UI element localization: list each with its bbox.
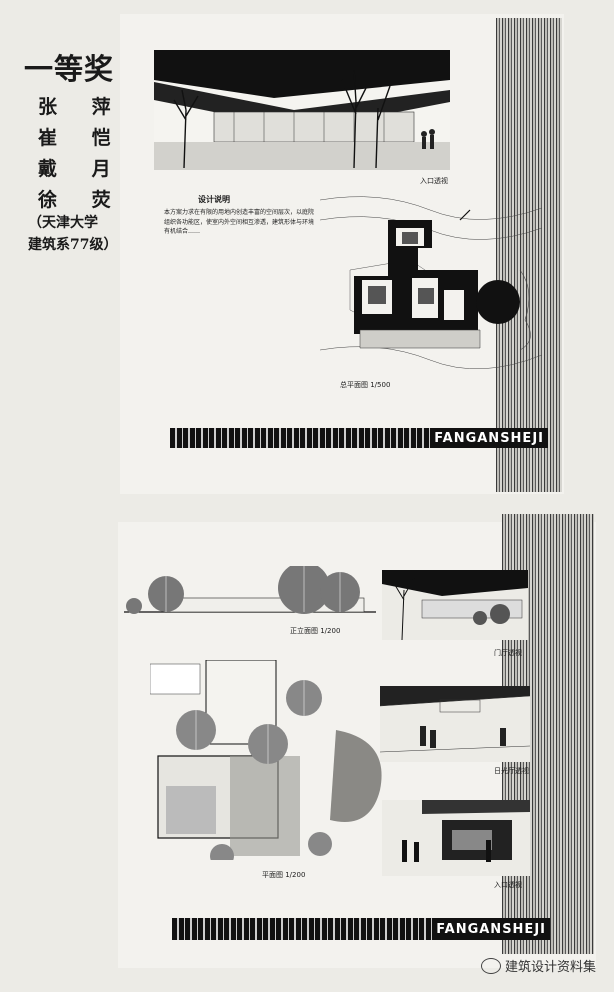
board-1-stripe-panel	[496, 18, 562, 492]
banner-text: FANGANSHEJI	[430, 430, 548, 446]
description-title: 设计说明	[198, 194, 230, 204]
wechat-icon	[480, 957, 501, 974]
site-plan-caption: 总平面图 1/500	[340, 381, 391, 389]
floor-plan-caption: 平面图 1/200	[262, 871, 306, 879]
banner-logo-graphic	[172, 918, 433, 940]
entrance-perspective-caption: 入口透视	[420, 177, 448, 185]
watermark-text: 建筑设计资料集	[504, 960, 596, 975]
author-name: 张 萍	[38, 96, 125, 118]
sunroom-perspective-caption: 日光厅透视	[494, 767, 529, 775]
description-text: 本方案力求在有限的用地内创造丰富的空间层次，以庭院组织各功能区，使室内外空间相互…	[164, 209, 314, 235]
sunroom-perspective-drawing	[380, 686, 530, 762]
award-title: 一等奖	[24, 52, 115, 86]
affiliation: （天津大学 建筑系77级）	[28, 212, 117, 256]
lobby-perspective-drawing	[382, 570, 528, 640]
front-elevation-drawing	[124, 566, 376, 614]
banner-logo-graphic	[170, 428, 431, 448]
lobby-perspective-caption: 门厅透视	[494, 649, 522, 657]
author-name: 崔 恺	[38, 127, 125, 149]
source-watermark: 建筑设计资料集	[480, 956, 596, 975]
author-list: 张 萍 崔 恺 戴 月 徐 荧	[38, 92, 125, 216]
board-2-banner: FANGANSHEJI	[172, 918, 550, 940]
board-1-banner: FANGANSHEJI	[170, 428, 548, 448]
entrance-perspective-drawing	[154, 50, 450, 170]
affiliation-line: 建筑系77级）	[28, 237, 118, 253]
site-plan-drawing	[320, 196, 542, 370]
front-elevation-caption: 正立面图 1/200	[290, 627, 341, 635]
entrance-perspective-2-caption: 入口透视	[494, 881, 522, 889]
author-name: 戴 月	[38, 158, 125, 180]
entrance-perspective-2-drawing	[382, 800, 530, 876]
floor-plan-drawing	[150, 660, 382, 860]
affiliation-line: （天津大学	[28, 215, 98, 231]
banner-text: FANGANSHEJI	[432, 921, 550, 937]
author-name: 徐 荧	[38, 189, 125, 211]
